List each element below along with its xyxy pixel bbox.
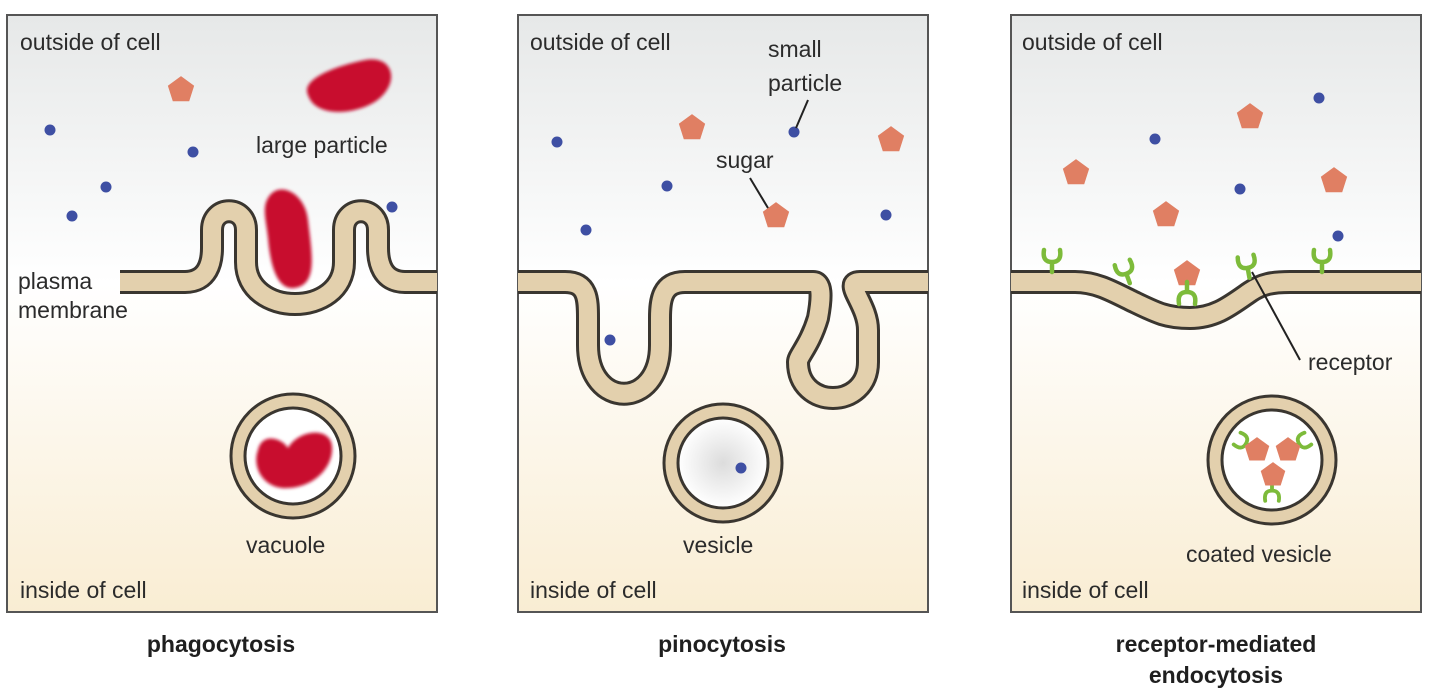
small-particle <box>1149 133 1161 145</box>
plasma-membrane <box>120 199 437 316</box>
small-particle <box>788 126 800 138</box>
sugar-pointer <box>749 177 769 209</box>
inside-of-cell-label: inside of cell <box>20 577 147 603</box>
vacuole <box>229 392 357 520</box>
receptor-label: receptor <box>1308 349 1393 375</box>
receptor-mediated-panel: outside of cell inside of cell receptor <box>1010 14 1422 688</box>
small-particle <box>880 209 892 221</box>
small-particle <box>44 124 56 136</box>
inside-of-cell-label: inside of cell <box>530 577 657 603</box>
phagocytosis-caption: phagocytosis <box>147 631 295 657</box>
outside-of-cell-label: outside of cell <box>20 29 161 55</box>
pinocytosis-panel: outside of cell inside of cell small par… <box>517 14 929 657</box>
small-particle <box>551 136 563 148</box>
small-particle <box>735 462 747 474</box>
plasma-membrane-label-line1: plasma <box>18 268 92 294</box>
receptor-mediated-caption-line2: endocytosis <box>1149 662 1283 688</box>
vesicle <box>662 402 784 524</box>
small-particle-label-line1: small <box>768 36 822 62</box>
small-particle <box>100 181 112 193</box>
engulfed-large-particle <box>264 189 312 289</box>
small-particle <box>66 210 78 222</box>
plasma-membrane <box>1011 270 1421 330</box>
receptor-pointer <box>1251 271 1301 361</box>
small-particle <box>187 146 199 158</box>
sugar-label: sugar <box>716 147 774 173</box>
panel-background <box>6 14 438 613</box>
small-particle <box>1332 230 1344 242</box>
outside-of-cell-label: outside of cell <box>1022 29 1163 55</box>
vacuole-large-particle <box>256 432 333 489</box>
pinocytosis-caption: pinocytosis <box>658 631 786 657</box>
outside-of-cell-label: outside of cell <box>530 29 671 55</box>
large-particle <box>306 59 392 112</box>
small-particle <box>1234 183 1246 195</box>
small-particle <box>661 180 673 192</box>
inside-of-cell-label: inside of cell <box>1022 577 1149 603</box>
receptor-mediated-caption-line1: receptor-mediated <box>1116 631 1317 657</box>
coated-vesicle-label: coated vesicle <box>1186 541 1332 567</box>
small-particle-pointer <box>795 99 809 129</box>
plasma-membrane <box>518 270 928 410</box>
small-particle-label-line2: particle <box>768 70 842 96</box>
plasma-membrane-label-line2: membrane <box>18 297 128 323</box>
vesicle-label: vesicle <box>683 532 753 558</box>
small-particle <box>580 224 592 236</box>
coated-vesicle <box>1206 394 1338 526</box>
small-particle <box>604 334 616 346</box>
small-particle <box>1313 92 1325 104</box>
large-particle-label: large particle <box>256 132 388 158</box>
phagocytosis-panel: outside of cell inside of cell large par… <box>6 14 438 657</box>
small-particle <box>386 201 398 213</box>
vacuole-label: vacuole <box>246 532 325 558</box>
